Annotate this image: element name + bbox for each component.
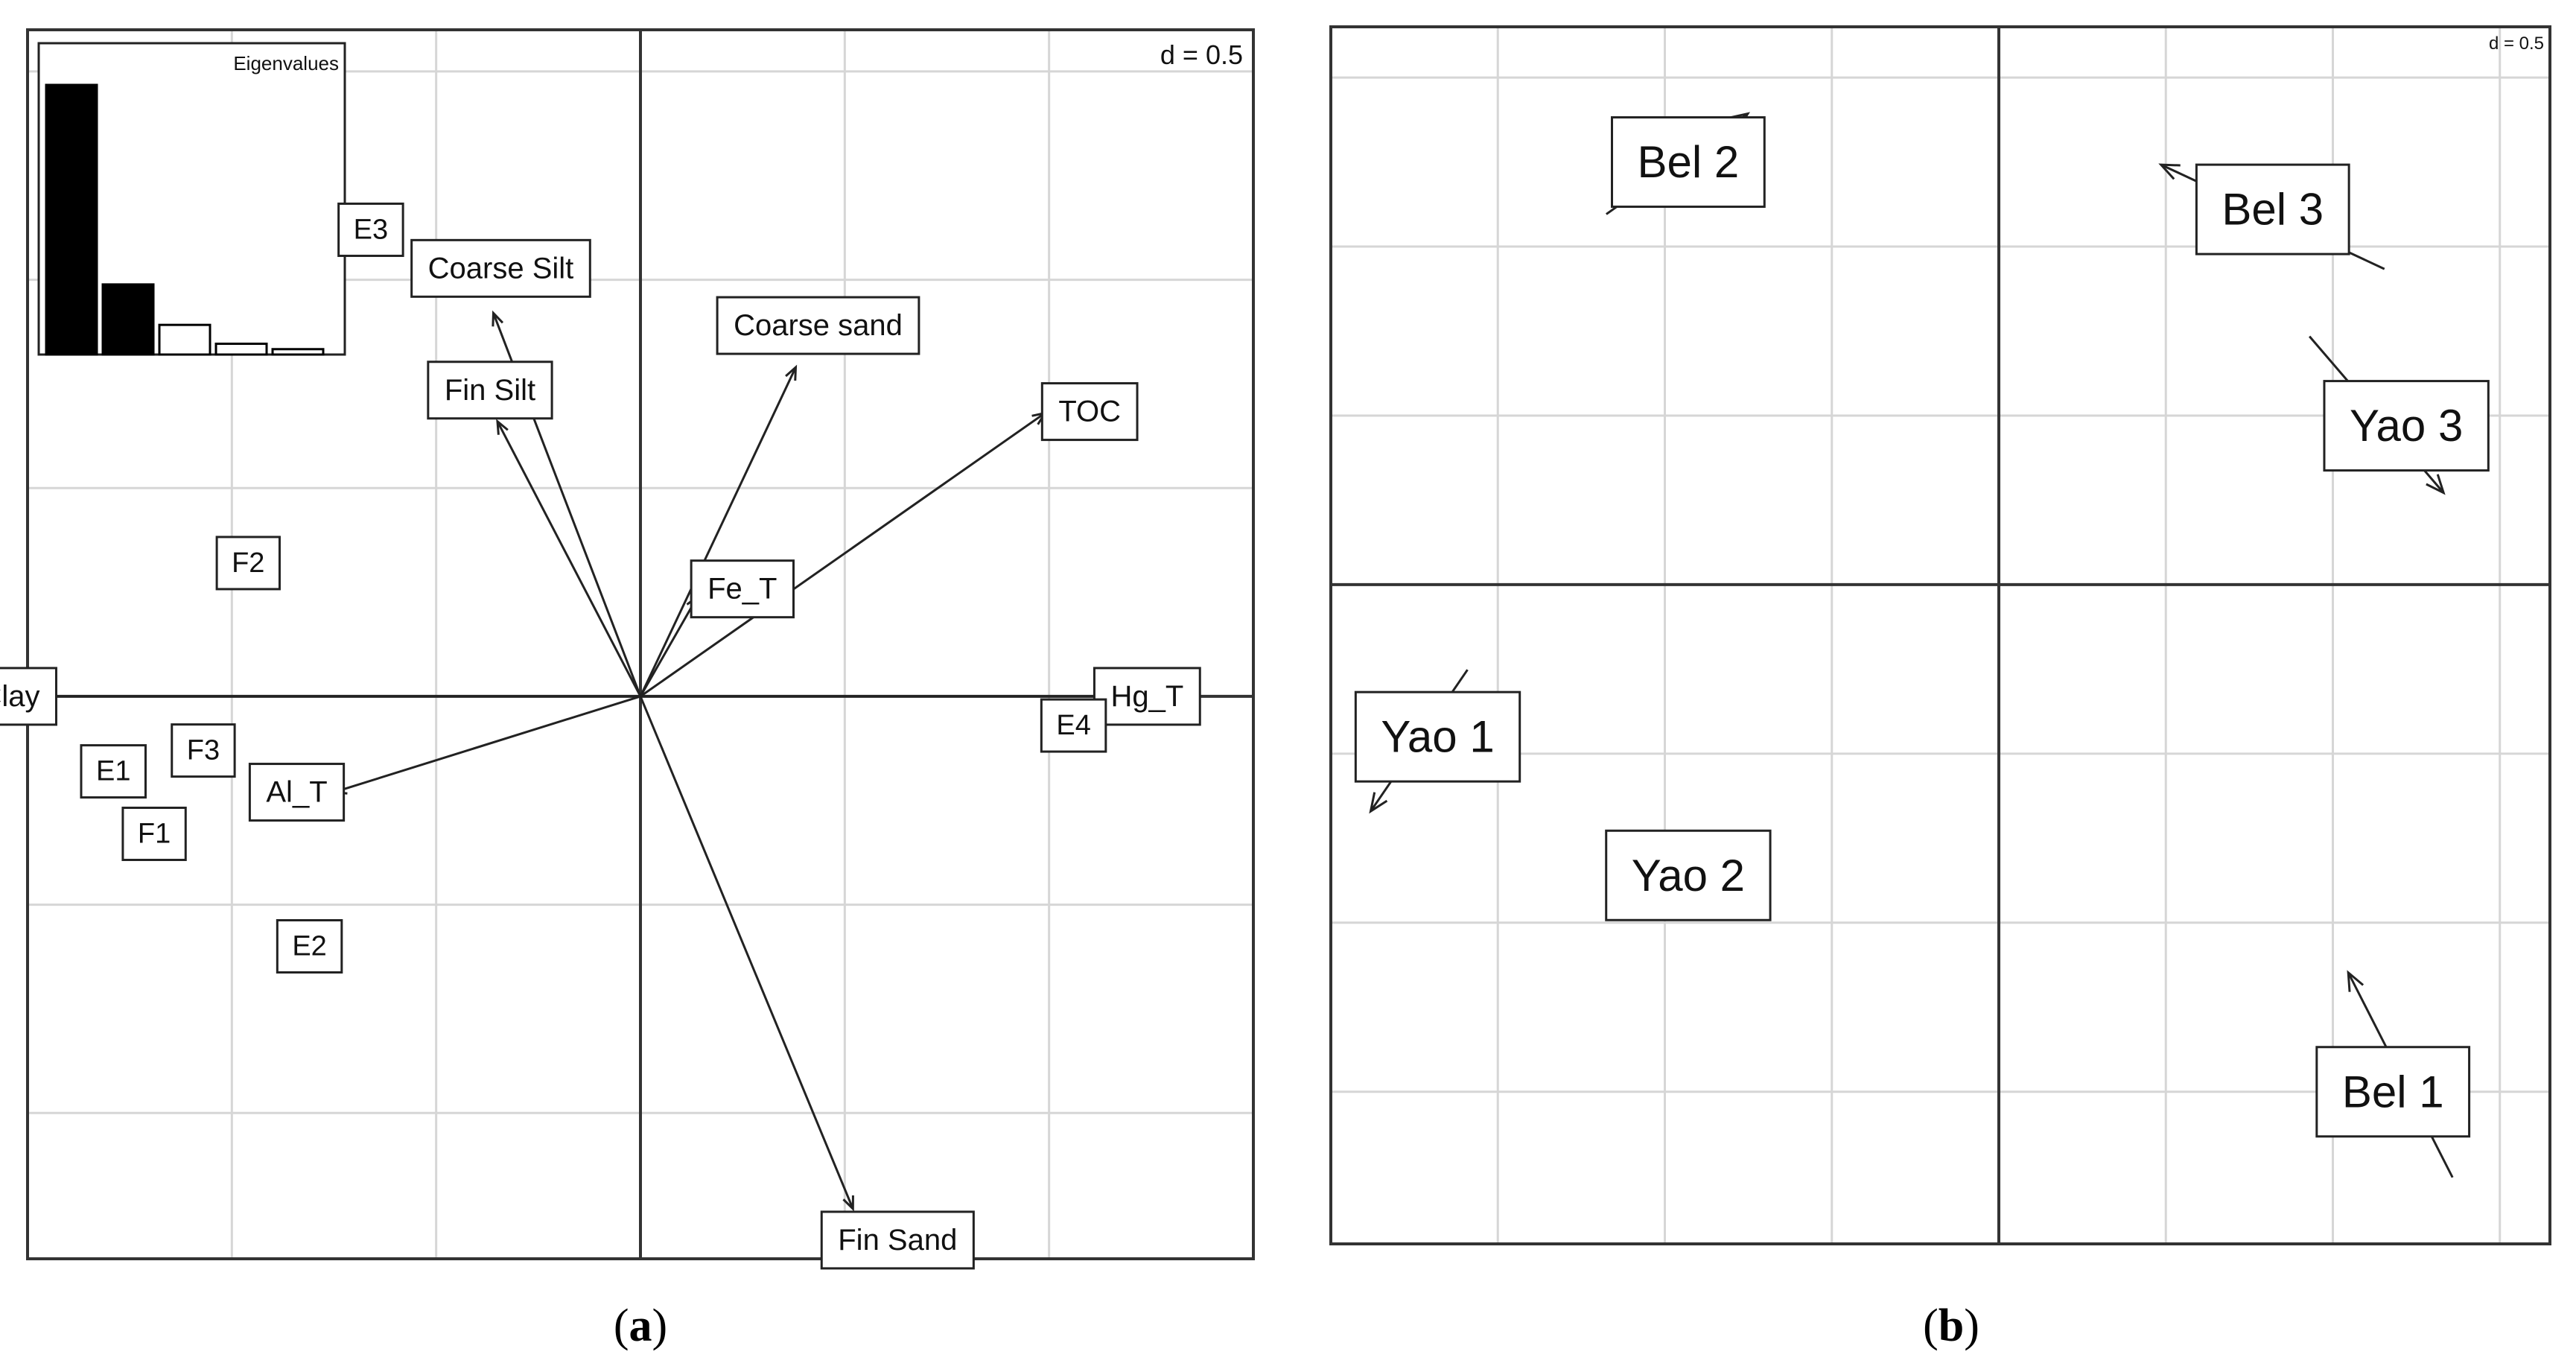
sample-connector-head xyxy=(1369,792,1388,814)
sample-label-box xyxy=(121,806,187,861)
eigenvalues-title: Eigenvalues xyxy=(233,52,339,74)
point-label: Yao 2 xyxy=(1632,851,1745,901)
sample-label-box xyxy=(337,202,404,257)
variable-arrow-head xyxy=(492,310,504,327)
point-label: Yao 1 xyxy=(1381,712,1494,762)
sample-label-box xyxy=(171,723,236,778)
sample-label: F2 xyxy=(232,547,264,579)
variable-label-box xyxy=(820,1210,975,1270)
point-label-box xyxy=(1605,829,1772,921)
variable-arrow xyxy=(639,696,854,1210)
variable-label-box xyxy=(0,667,57,726)
sample-label: F1 xyxy=(138,818,171,849)
point-label-box xyxy=(2315,1046,2471,1138)
variable-label-box xyxy=(410,238,591,298)
point-label-box xyxy=(1611,116,1766,209)
sample-label: E1 xyxy=(96,756,130,787)
variable-label-box xyxy=(427,361,553,420)
variable-label: Al_T xyxy=(266,776,327,809)
variable-label: Hg_T xyxy=(1110,680,1183,713)
sample-label: F3 xyxy=(187,735,220,766)
point-label-box xyxy=(2323,380,2490,472)
variable-arrow xyxy=(334,695,641,793)
variable-arrow-head xyxy=(842,1195,854,1212)
variable-label: TOC xyxy=(1058,396,1121,428)
scale-label: d = 0.5 xyxy=(2489,34,2544,54)
scale-label: d = 0.5 xyxy=(1160,39,1243,70)
variable-arrow xyxy=(640,412,1046,698)
variable-arrow xyxy=(639,366,797,697)
variable-label: Fin Sand xyxy=(838,1224,957,1257)
variable-label: Coarse sand xyxy=(734,309,903,342)
sample-label-box xyxy=(276,919,343,974)
variable-arrow xyxy=(496,421,642,697)
eigenvalue-bar xyxy=(271,348,325,356)
sample-connector-head xyxy=(2347,970,2364,992)
point-label: Bel 3 xyxy=(2222,185,2324,235)
variable-label-box xyxy=(248,763,346,822)
variable-label-box xyxy=(1093,667,1201,726)
sample-label-box xyxy=(215,536,281,591)
variable-arrow-head xyxy=(785,364,798,381)
eigenvalue-bar xyxy=(101,283,155,356)
sample-label-box xyxy=(80,744,147,799)
variable-label-box xyxy=(690,559,795,619)
variable-label: Fin Silt xyxy=(445,374,535,407)
eigenvalue-bar xyxy=(158,323,212,356)
variable-label-box xyxy=(716,296,920,355)
variable-label: Coarse Silt xyxy=(428,252,574,285)
eigenvalue-bar xyxy=(214,343,268,356)
variable-label: Fe_T xyxy=(707,573,777,606)
sample-label: E3 xyxy=(354,214,388,245)
point-label: Bel 1 xyxy=(2342,1067,2444,1117)
variable-arrow-head xyxy=(496,419,509,435)
panel-a-caption: (a) xyxy=(614,1300,667,1351)
plot-frame xyxy=(26,28,1255,1260)
eigenvalue-bar xyxy=(45,83,98,356)
variable-arrow xyxy=(639,595,699,697)
point-label: Yao 3 xyxy=(2350,401,2463,451)
sample-connector-head xyxy=(2426,474,2446,495)
sample-label: E4 xyxy=(1056,710,1090,741)
point-label-box xyxy=(2195,163,2350,255)
point-label-box xyxy=(1354,690,1521,783)
sample-connector-head xyxy=(2158,163,2181,180)
panel-b-caption: (b) xyxy=(1923,1300,1979,1351)
variable-label: Clay xyxy=(0,680,39,713)
sample-label: E2 xyxy=(292,931,326,962)
variable-label-box xyxy=(1040,382,1139,442)
point-label: Bel 2 xyxy=(1638,137,1740,187)
sample-label-box xyxy=(1040,698,1107,753)
plot-frame xyxy=(1329,25,2551,1245)
